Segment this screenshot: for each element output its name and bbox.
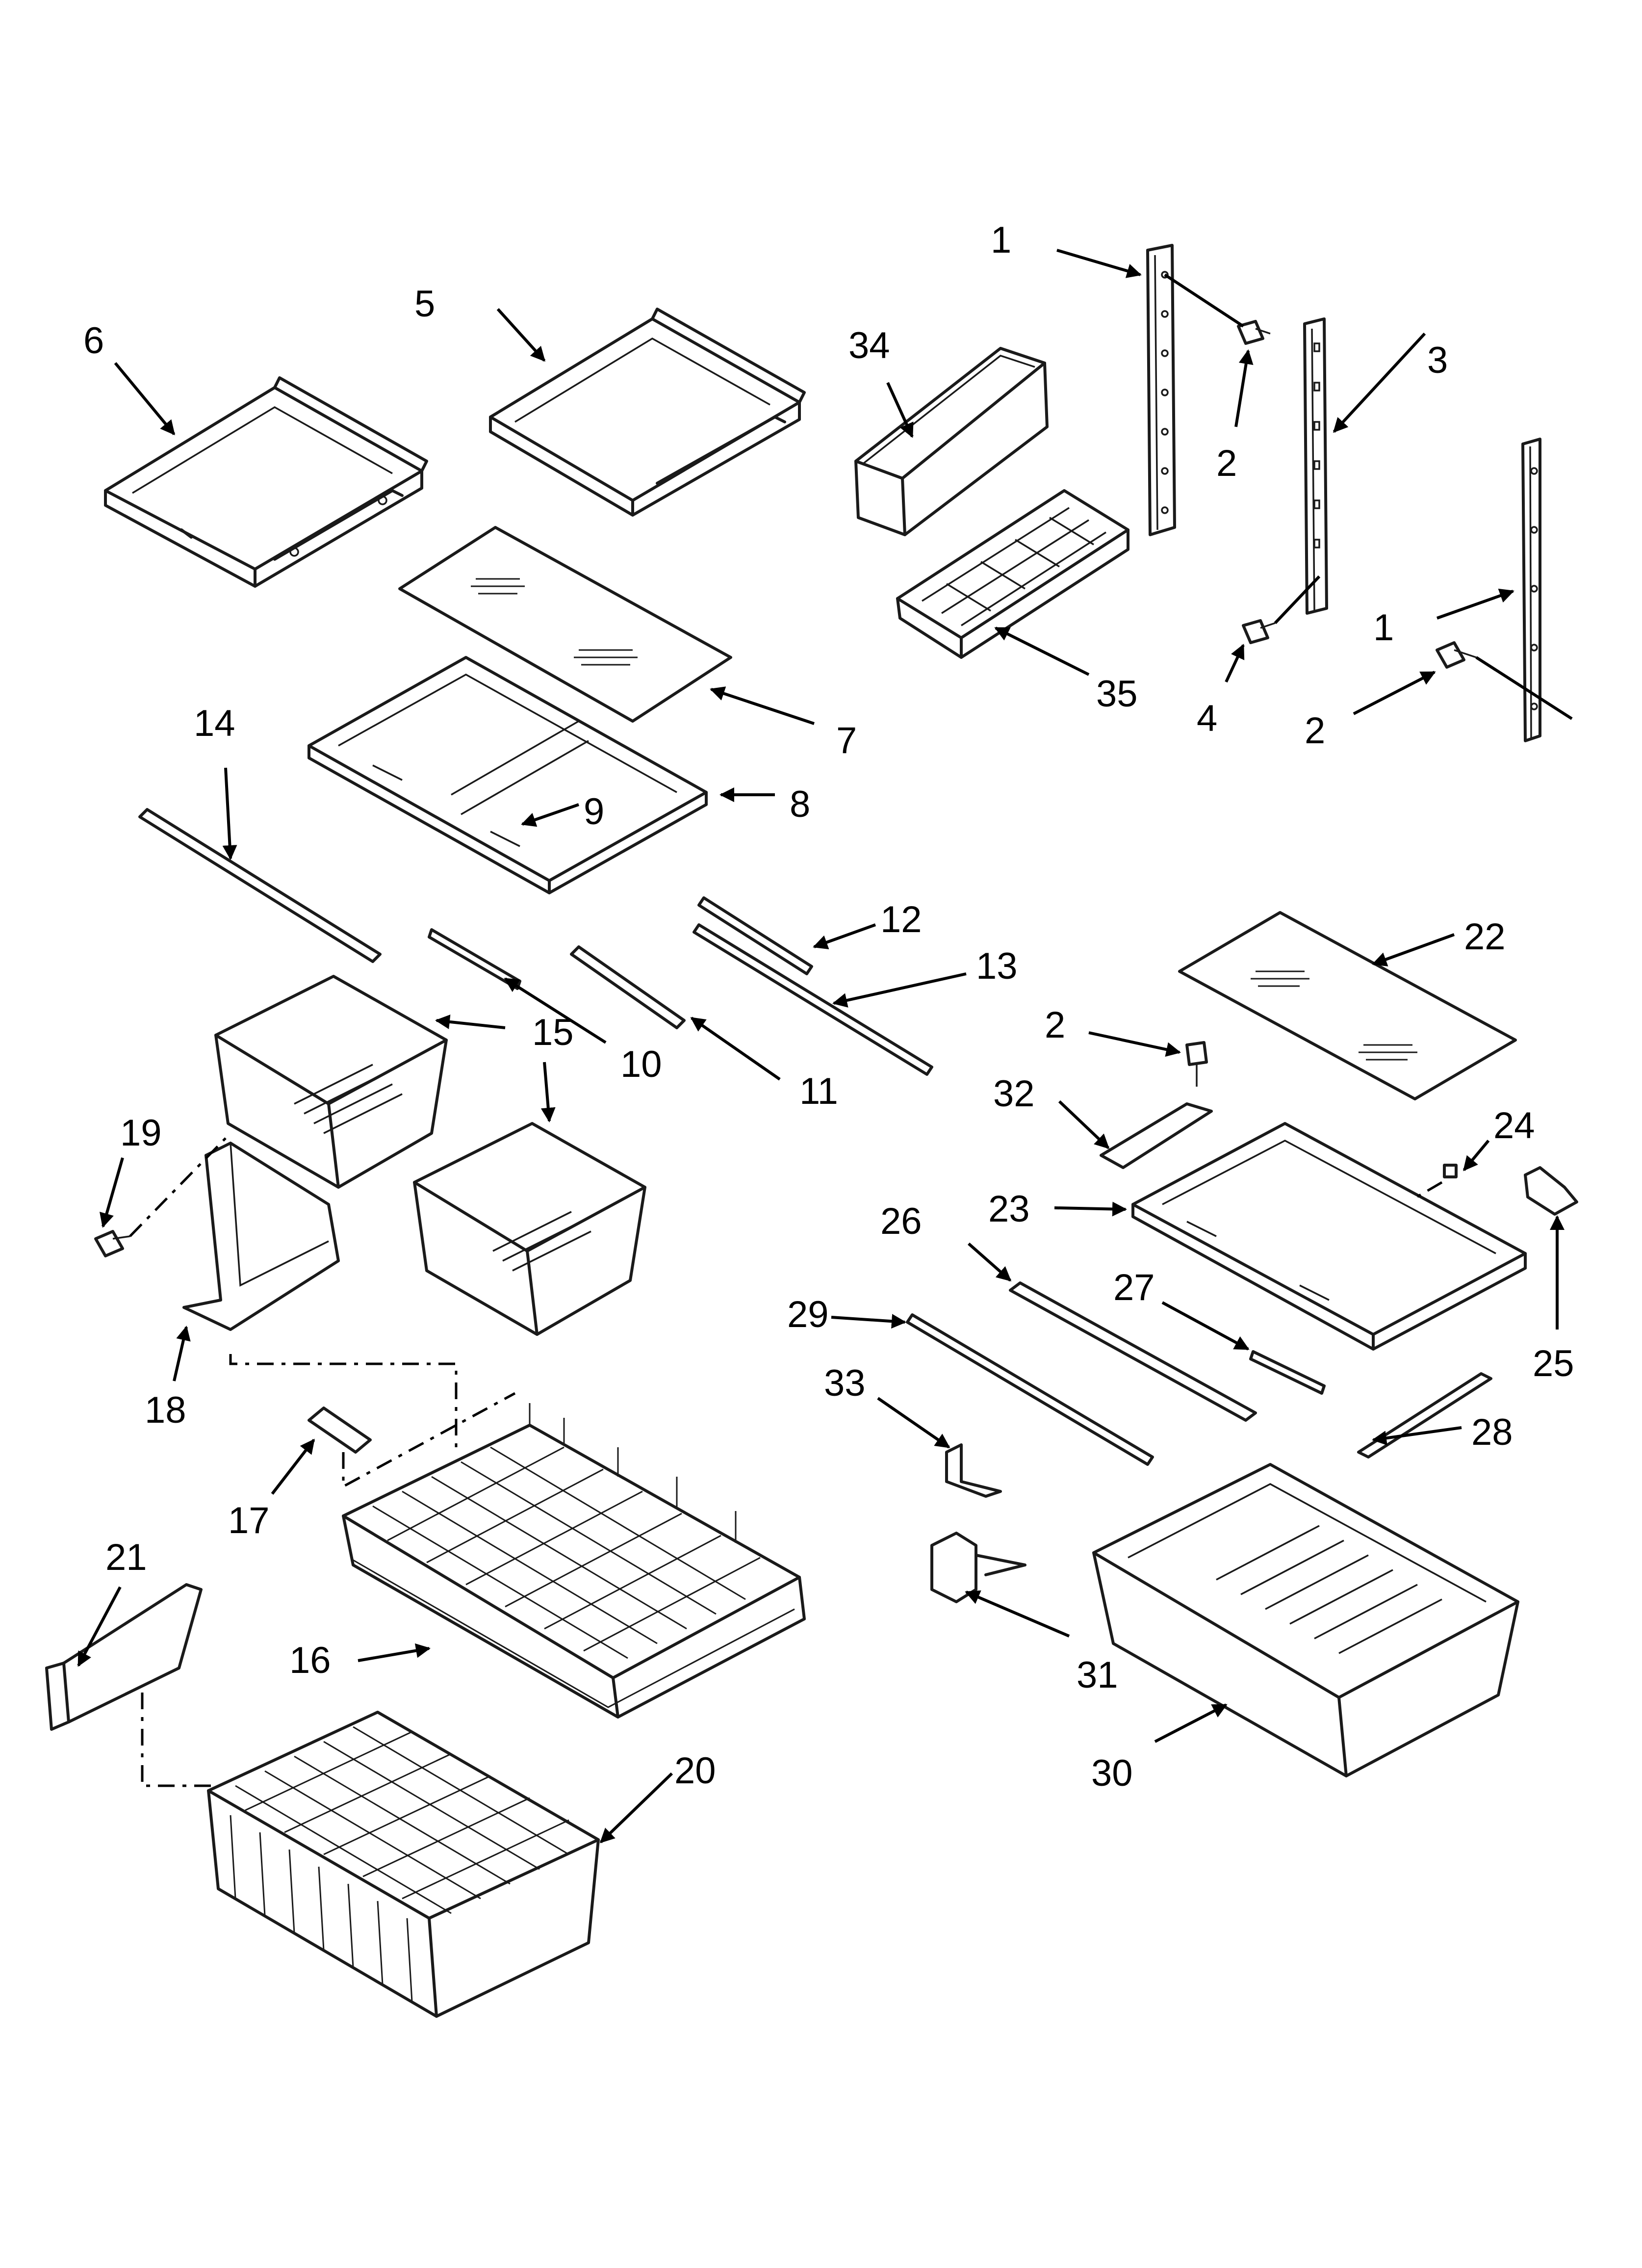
label-29: 29	[787, 1294, 829, 1335]
label-31: 31	[1077, 1654, 1118, 1696]
wire-28	[1357, 1372, 1492, 1459]
label-5: 5	[414, 283, 435, 325]
crisper-frame-23	[1131, 1122, 1527, 1351]
label-10: 10	[620, 1043, 662, 1085]
basket-17-guide	[342, 1392, 516, 1489]
label-32: 32	[993, 1073, 1035, 1115]
label-22: 22	[1464, 916, 1506, 958]
rail-13	[693, 923, 933, 1076]
label-4: 4	[1197, 698, 1217, 739]
screw-4	[1242, 619, 1276, 644]
label-26: 26	[880, 1200, 922, 1242]
part-number-labels: 1 2 3 4 1 2 5 6 34 35 7 8 9 14 10 11 12 …	[83, 219, 1574, 1794]
glass-shelf-22	[1178, 911, 1517, 1100]
strip-26	[1009, 1281, 1257, 1422]
clip-24	[1443, 1164, 1458, 1178]
screw-2-mid	[1185, 1041, 1208, 1087]
label-2c: 2	[1045, 1004, 1065, 1046]
rail-1-right	[1521, 438, 1541, 742]
label-12: 12	[880, 899, 922, 940]
label-20: 20	[674, 1750, 716, 1792]
label-15b: 15	[532, 1012, 574, 1053]
wire-basket-16	[342, 1403, 806, 1719]
strip-14	[138, 808, 382, 963]
bracket-25	[1524, 1166, 1578, 1216]
basket-16-guide	[229, 1354, 458, 1447]
label-2b: 2	[1305, 710, 1325, 752]
rail-12	[697, 896, 813, 975]
label-17: 17	[228, 1500, 270, 1541]
label-34: 34	[848, 325, 890, 366]
screw-19-guide	[129, 1137, 227, 1237]
rail-3	[1303, 317, 1328, 615]
label-1a: 1	[991, 219, 1011, 261]
glass-shelf-7	[398, 526, 732, 723]
screw-19	[94, 1230, 130, 1257]
label-33: 33	[824, 1362, 866, 1404]
crisper-frame-8	[308, 656, 708, 894]
bracket-32	[1100, 1102, 1213, 1169]
strip-29	[906, 1313, 1154, 1466]
screw-2-right	[1436, 641, 1477, 669]
clip-24-guide	[1411, 1181, 1443, 1201]
label-19: 19	[120, 1112, 162, 1154]
block-31	[930, 1532, 1026, 1603]
wire-basket-20	[207, 1711, 600, 2018]
label-2a: 2	[1216, 443, 1237, 484]
connector-17	[308, 1407, 372, 1454]
label-11: 11	[799, 1070, 838, 1112]
bracket-18	[182, 1142, 340, 1331]
label-16: 16	[289, 1640, 331, 1681]
label-7: 7	[836, 720, 857, 761]
label-6: 6	[83, 320, 104, 362]
shelf-frame-6	[104, 376, 428, 588]
strip-27	[1249, 1350, 1326, 1395]
label-23: 23	[988, 1188, 1030, 1230]
crisper-drawer-15b	[413, 1122, 646, 1336]
label-18: 18	[145, 1389, 186, 1431]
label-24: 24	[1493, 1105, 1535, 1147]
door-bin-34	[854, 347, 1049, 536]
crisper-drawer-15a	[214, 975, 448, 1189]
label-35: 35	[1096, 673, 1138, 715]
bracket-21	[45, 1583, 203, 1731]
rod-11	[570, 945, 686, 1029]
bracket-33	[945, 1443, 1002, 1498]
screw-2-top	[1237, 320, 1271, 345]
drawer-30	[1092, 1463, 1519, 1777]
shelf-frame-5	[489, 308, 806, 517]
label-27: 27	[1113, 1267, 1155, 1308]
label-13: 13	[976, 945, 1018, 987]
label-9: 9	[584, 791, 604, 833]
leader-arrows	[77, 249, 1573, 1844]
rail-1-left	[1146, 244, 1176, 536]
ice-tray-35	[896, 489, 1129, 659]
label-14: 14	[194, 703, 235, 744]
label-21: 21	[105, 1537, 147, 1578]
label-28: 28	[1471, 1411, 1513, 1453]
label-25: 25	[1533, 1343, 1574, 1384]
label-3: 3	[1427, 339, 1448, 381]
label-1b: 1	[1373, 607, 1394, 649]
basket-20-guide	[141, 1693, 211, 1787]
label-8: 8	[790, 783, 810, 825]
label-30: 30	[1091, 1752, 1133, 1794]
